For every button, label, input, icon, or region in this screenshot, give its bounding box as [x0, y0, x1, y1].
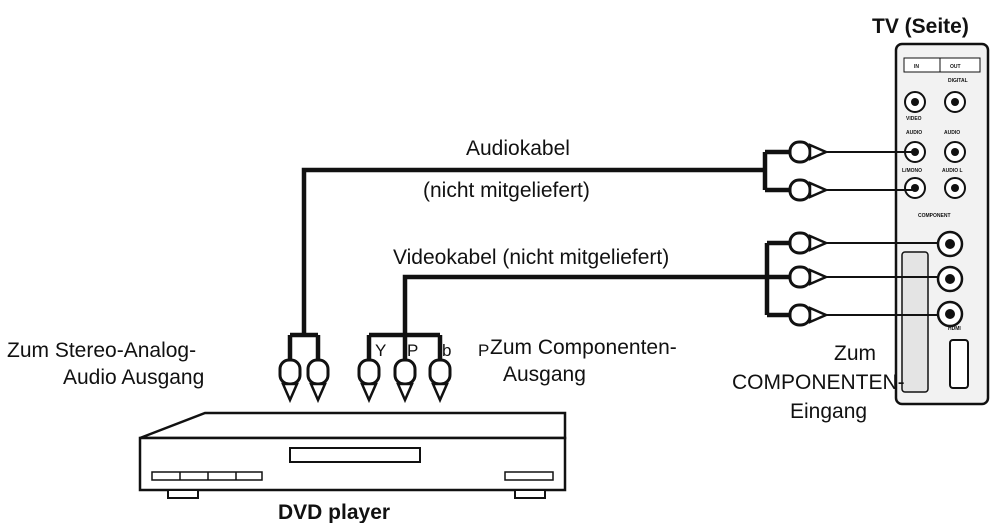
component-in-label-line3: Eingang: [790, 400, 867, 423]
tv-in-label: IN: [914, 64, 919, 70]
rca-plug-dvd-audio-l: [278, 358, 302, 404]
audio-cable: [287, 149, 915, 360]
tv-jack-audio-r: [944, 141, 966, 163]
tv-jack-component-pb: [936, 265, 964, 293]
plug-label-pr: P: [407, 341, 418, 360]
tv-hdmi-label: HDMI: [948, 326, 961, 332]
rca-plug-dvd-pb: [393, 358, 417, 404]
tv-jack-digital-out: [944, 91, 966, 113]
tv-component-label: COMPONENT: [918, 213, 951, 219]
dvd-player-label: DVD player: [278, 501, 390, 523]
plug-label-b: b: [442, 341, 451, 360]
tv-video-label: VIDEO: [906, 116, 922, 122]
tv-jack-audio-l: [944, 177, 966, 199]
tv-hdmi-port: [949, 339, 969, 389]
component-in-label-line2: COMPONENTEN-: [732, 371, 905, 394]
tv-audio-l-label: AUDIO L: [942, 168, 963, 174]
video-cable: [366, 240, 938, 360]
tv-audio-label: AUDIO: [906, 130, 922, 136]
tv-jack-video: [904, 91, 926, 113]
tv-audio-out-label: AUDIO: [944, 130, 960, 136]
tv-digital-label: DIGITAL: [948, 78, 968, 84]
rca-plug-audio-r: [788, 140, 830, 164]
rca-plug-video-pb: [788, 265, 830, 289]
stereo-out-label-line1: Zum Stereo-Analog-: [7, 339, 196, 362]
rca-plug-dvd-audio-r: [306, 358, 330, 404]
component-out-label-line2: Ausgang: [503, 363, 586, 386]
audio-cable-note: (nicht mitgeliefert): [423, 179, 590, 202]
tv-lmono-label: L/MONO: [902, 168, 922, 174]
tv-title: TV (Seite): [872, 15, 969, 38]
tv-out-label: OUT: [950, 64, 961, 70]
dvd-disc-slot: [289, 447, 421, 463]
stereo-out-label-line2: Audio Ausgang: [63, 366, 204, 389]
video-cable-label: Videokabel (nicht mitgeliefert): [393, 246, 669, 269]
tv-jack-component-y: [936, 230, 964, 258]
plug-label-y: Y: [375, 341, 386, 360]
rca-plug-video-y: [788, 231, 830, 255]
component-out-label-line1: Zum Componenten-: [490, 336, 677, 359]
plug-label-p-sub: P: [478, 341, 489, 360]
tv-jack-component-pr: [936, 300, 964, 328]
rca-plug-audio-l: [788, 178, 830, 202]
tv-side-panel: IN OUT DIGITAL VIDEO AUDIO AUDIO L/MONO …: [894, 42, 990, 406]
rca-plug-dvd-y: [357, 358, 381, 404]
tv-jack-lmono: [904, 177, 926, 199]
dvd-player: [138, 411, 567, 499]
component-in-label-line1: Zum: [834, 342, 876, 365]
rca-plug-video-pr: [788, 303, 830, 327]
rca-plug-dvd-pr: [428, 358, 452, 404]
audio-cable-label: Audiokabel: [466, 137, 570, 160]
